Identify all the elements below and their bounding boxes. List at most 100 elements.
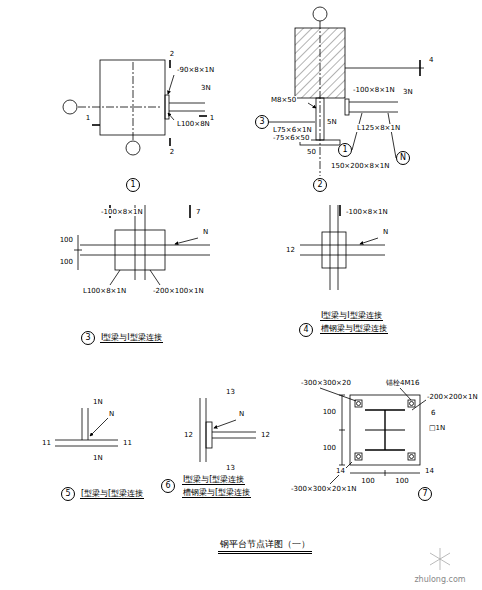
detail-7-base-plate bbox=[400, 388, 411, 400]
callout-number: 6 bbox=[165, 482, 170, 490]
detail-2-column bbox=[345, 68, 424, 69]
dimension-label: -200×100×1N bbox=[152, 287, 205, 295]
detail-caption: I型梁与I型梁连接 bbox=[320, 311, 383, 321]
detail-1-column bbox=[126, 141, 140, 155]
detail-7-base-plate bbox=[355, 453, 362, 460]
detail-1-column bbox=[133, 62, 134, 141]
detail-3-joint bbox=[74, 205, 210, 285]
detail-2-bracket bbox=[269, 122, 315, 123]
dimension-label: 11 bbox=[122, 439, 133, 447]
watermark-logo bbox=[430, 548, 450, 570]
callout-number: 1 bbox=[342, 146, 347, 154]
detail-1-beam bbox=[168, 75, 174, 94]
dimension-label: 6 bbox=[430, 409, 436, 417]
detail-callout-circle: N bbox=[396, 151, 410, 165]
detail-3-joint bbox=[115, 230, 165, 270]
dimension-label: □1N bbox=[428, 424, 446, 432]
detail-1-beam bbox=[169, 111, 205, 112]
detail-1-column bbox=[63, 100, 77, 114]
dimension-label: N bbox=[108, 410, 115, 418]
detail-1-column bbox=[78, 107, 160, 108]
dimension-label: 3N bbox=[402, 88, 414, 96]
dimension-label: L125×8×1N bbox=[356, 124, 401, 132]
detail-callout-circle: 7 bbox=[418, 487, 432, 501]
detail-4-joint bbox=[330, 205, 331, 290]
detail-2-column bbox=[320, 21, 321, 176]
detail-4-joint bbox=[300, 205, 385, 290]
dimension-label: 150×200×8×1N bbox=[330, 162, 390, 170]
callout-number: N bbox=[400, 154, 406, 162]
dimension-label: 5N bbox=[326, 118, 338, 126]
detail-3-joint bbox=[150, 270, 160, 285]
dimension-label: 13 bbox=[225, 388, 236, 396]
detail-callout-circle: 2 bbox=[313, 178, 327, 192]
detail-caption: [型梁与[型梁连接 bbox=[80, 489, 144, 499]
detail-callout-circle: 3 bbox=[255, 115, 269, 129]
detail-7-base-plate bbox=[410, 455, 414, 459]
detail-4-joint bbox=[339, 205, 341, 216]
detail-3-joint bbox=[110, 270, 120, 285]
watermark: zhulong.com bbox=[413, 575, 466, 584]
detail-4-joint bbox=[338, 205, 339, 290]
dimension-label: 1N bbox=[92, 398, 104, 406]
callout-number: 3 bbox=[259, 118, 264, 126]
dimension-label: -100×8×1N bbox=[100, 208, 144, 216]
dimension-label: -100×8×1N bbox=[352, 86, 396, 94]
detail-2-bracket bbox=[308, 103, 316, 108]
detail-5-joint bbox=[55, 408, 118, 446]
detail-7-base-plate bbox=[350, 395, 420, 465]
detail-callout-circle: 4 bbox=[299, 323, 313, 337]
dimension-label: 2 bbox=[169, 148, 175, 156]
dimension-label: 50 bbox=[306, 148, 317, 156]
dimension-label: -75×6×50 bbox=[272, 134, 311, 142]
detail-callout-circle: 1 bbox=[338, 143, 352, 157]
dimension-label: 100 bbox=[59, 258, 74, 266]
detail-7-base-plate bbox=[355, 400, 362, 407]
sheet-title: 钢平台节点详图（一） bbox=[218, 538, 312, 554]
detail-7-base-plate bbox=[339, 430, 345, 431]
detail-4-joint bbox=[360, 238, 378, 244]
dimension-label: -300×300×20 bbox=[300, 379, 352, 387]
detail-5-joint bbox=[90, 418, 108, 436]
detail-caption: 槽钢梁与[型梁连接 bbox=[182, 488, 251, 498]
detail-7-base-plate bbox=[410, 402, 414, 406]
detail-6-joint bbox=[200, 398, 201, 462]
dimension-label: L75×6×1N bbox=[272, 126, 313, 134]
dimension-label: 2 bbox=[169, 50, 175, 58]
detail-7-base-plate bbox=[365, 429, 405, 430]
dimension-label: -100×8×1N bbox=[345, 208, 389, 216]
detail-7-base-plate bbox=[385, 470, 386, 476]
callout-number: 1 bbox=[130, 181, 135, 189]
detail-callout-circle: 6 bbox=[161, 479, 175, 493]
dimension-label: 12 bbox=[260, 431, 271, 439]
detail-caption: 槽钢梁与I型梁连接 bbox=[320, 324, 388, 334]
dimension-label: 12 bbox=[183, 431, 194, 439]
detail-2-bracket bbox=[345, 99, 349, 115]
detail-caption: I型梁与I型梁连接 bbox=[100, 333, 163, 343]
dimension-label: 锚栓4M16 bbox=[385, 379, 420, 387]
dimension-label: N bbox=[382, 228, 389, 236]
detail-2-column bbox=[295, 7, 424, 176]
watermark-logo bbox=[430, 553, 450, 565]
detail-callout-circle: 5 bbox=[61, 487, 75, 501]
detail-2-bracket bbox=[349, 102, 398, 103]
detail-7-base-plate bbox=[357, 402, 361, 406]
dimension-label: N bbox=[202, 228, 209, 236]
dimension-label: 100 bbox=[322, 408, 337, 416]
callout-number: 4 bbox=[303, 326, 308, 334]
detail-3-joint bbox=[78, 235, 79, 270]
callout-number: 3 bbox=[85, 334, 90, 342]
detail-2-column bbox=[419, 60, 421, 76]
detail-7-base-plate bbox=[412, 400, 426, 410]
detail-7-base-plate bbox=[330, 462, 352, 484]
dimension-label: 1 bbox=[85, 114, 91, 122]
dimension-label: 4 bbox=[428, 56, 434, 64]
detail-1-beam bbox=[168, 113, 174, 120]
detail-7-base-plate bbox=[320, 388, 356, 401]
detail-1-column bbox=[63, 60, 165, 155]
detail-1-beam bbox=[199, 115, 207, 117]
detail-1-beam bbox=[169, 60, 171, 68]
detail-callout-circle: 3 bbox=[81, 331, 95, 345]
detail-5-joint bbox=[55, 440, 118, 441]
